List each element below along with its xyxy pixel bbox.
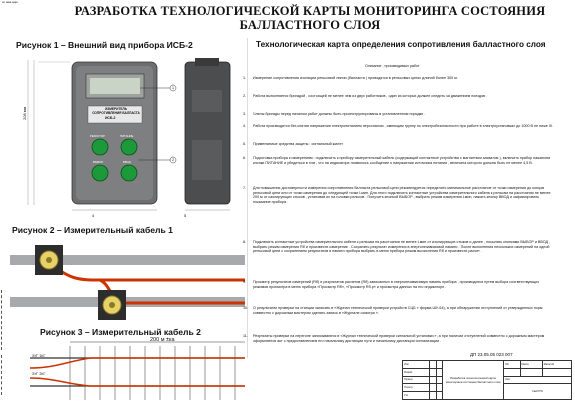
stamp-row-5: Утв.	[402, 391, 430, 400]
title-block: Изм. Разработка технологической карты мо…	[402, 360, 573, 400]
dimension-bottom-left: 4	[92, 213, 95, 218]
dimension-bottom-right: 5	[184, 213, 187, 218]
list-item-10: 10.О результатах проверки на станции зап…	[243, 306, 543, 315]
page-title: РАЗРАБОТКА ТЕХНОЛОГИЧЕСКОЙ КАРТЫ МОНИТОР…	[60, 4, 560, 32]
corner-mark: зо маа адм	[2, 0, 18, 4]
button-label-pitanie: ПИТАНИЕ	[120, 134, 134, 138]
list-item-1: 1.Измерение сопротивления изоляции рельс…	[243, 76, 458, 80]
list-item-3: 3.Члены бригады перед началом работ долж…	[243, 112, 426, 116]
list-item-8: 8.Подключить контактные устройства измер…	[243, 240, 551, 254]
stamp-sheet: Лист	[503, 375, 572, 385]
stamp-row-3: Провер.	[402, 375, 430, 385]
stamp-code: ДП 23.05.05 023 007	[470, 352, 513, 357]
callout-1: 1	[172, 86, 174, 90]
title-line-2: БАЛЛАСТНОГО СЛОЯ	[239, 18, 381, 32]
section-title: Технологическая карта определения сопрот…	[256, 40, 546, 49]
cable-2-dimension: 200 м ±ка	[150, 337, 175, 343]
button-label-vvod: ВВОД	[123, 160, 131, 164]
stamp-row-1: Изм.	[402, 360, 430, 369]
button-label-vybor: ВЫБОР	[93, 160, 104, 164]
title-line-1: РАЗРАБОТКА ТЕХНОЛОГИЧЕСКОЙ КАРТЫ МОНИТОР…	[74, 4, 546, 18]
stamp-col-scale: Масштаб	[541, 360, 573, 369]
column-divider	[247, 38, 248, 358]
button-label-rezistor: РЕЗИСТОР	[90, 134, 105, 138]
stamp-row-2: Разраб.	[402, 367, 430, 377]
cable-2-label-b: ЗУГ 2КГ	[32, 372, 46, 376]
list-item-9: 9.Просмотр результатов измерений (Rб) и …	[243, 280, 540, 289]
dimension-height: 208 мм	[22, 106, 27, 120]
stamp-org: СамГУПС	[503, 383, 572, 400]
cable-2-drawing	[29, 341, 245, 400]
device-drawing	[27, 58, 231, 211]
description-title: Описание , производимых работ	[365, 64, 420, 68]
stamp-col-lit: Лит.	[503, 360, 521, 369]
cable-2-label-a: ЗУГ 1КГ	[32, 354, 46, 358]
list-item-5: 5.Применяемые средства защиты : сигнальн…	[243, 142, 343, 146]
device-panel-text: ИЗМЕРИТЕЛЬ СОПРОТИВЛЕНИЯ БАЛЛАСТА	[92, 107, 140, 115]
callout-2: 2	[172, 158, 174, 162]
cable-1-drawing	[10, 245, 245, 320]
list-item-6: 6.Подготовка прибора к измерениям : подк…	[243, 156, 551, 165]
list-item-4: 4.Работа производится без снятия напряже…	[243, 124, 553, 128]
figure-1-title: Рисунок 1 – Внешний вид прибора ИСБ-2	[16, 40, 193, 50]
figure-3-title: Рисунок 3 – Измерительный кабель 2	[40, 327, 201, 337]
list-item-2: 2.Работа выполняется бригадой , состояще…	[243, 94, 488, 98]
list-item-7: 7.Для повышения достоверности измерения …	[243, 186, 551, 205]
stamp-doc-title: Разработка технологической карты монитор…	[442, 360, 505, 400]
device-model: ИСБ-2	[105, 116, 116, 120]
stamp-col-mass: Масса	[519, 360, 543, 369]
list-item-11: 11.Результаты проверки на перегоне запис…	[243, 334, 545, 343]
figure-2-title: Рисунок 2 – Измерительный кабель 1	[12, 225, 173, 235]
stamp-row-4: Н.контр.	[402, 383, 430, 393]
